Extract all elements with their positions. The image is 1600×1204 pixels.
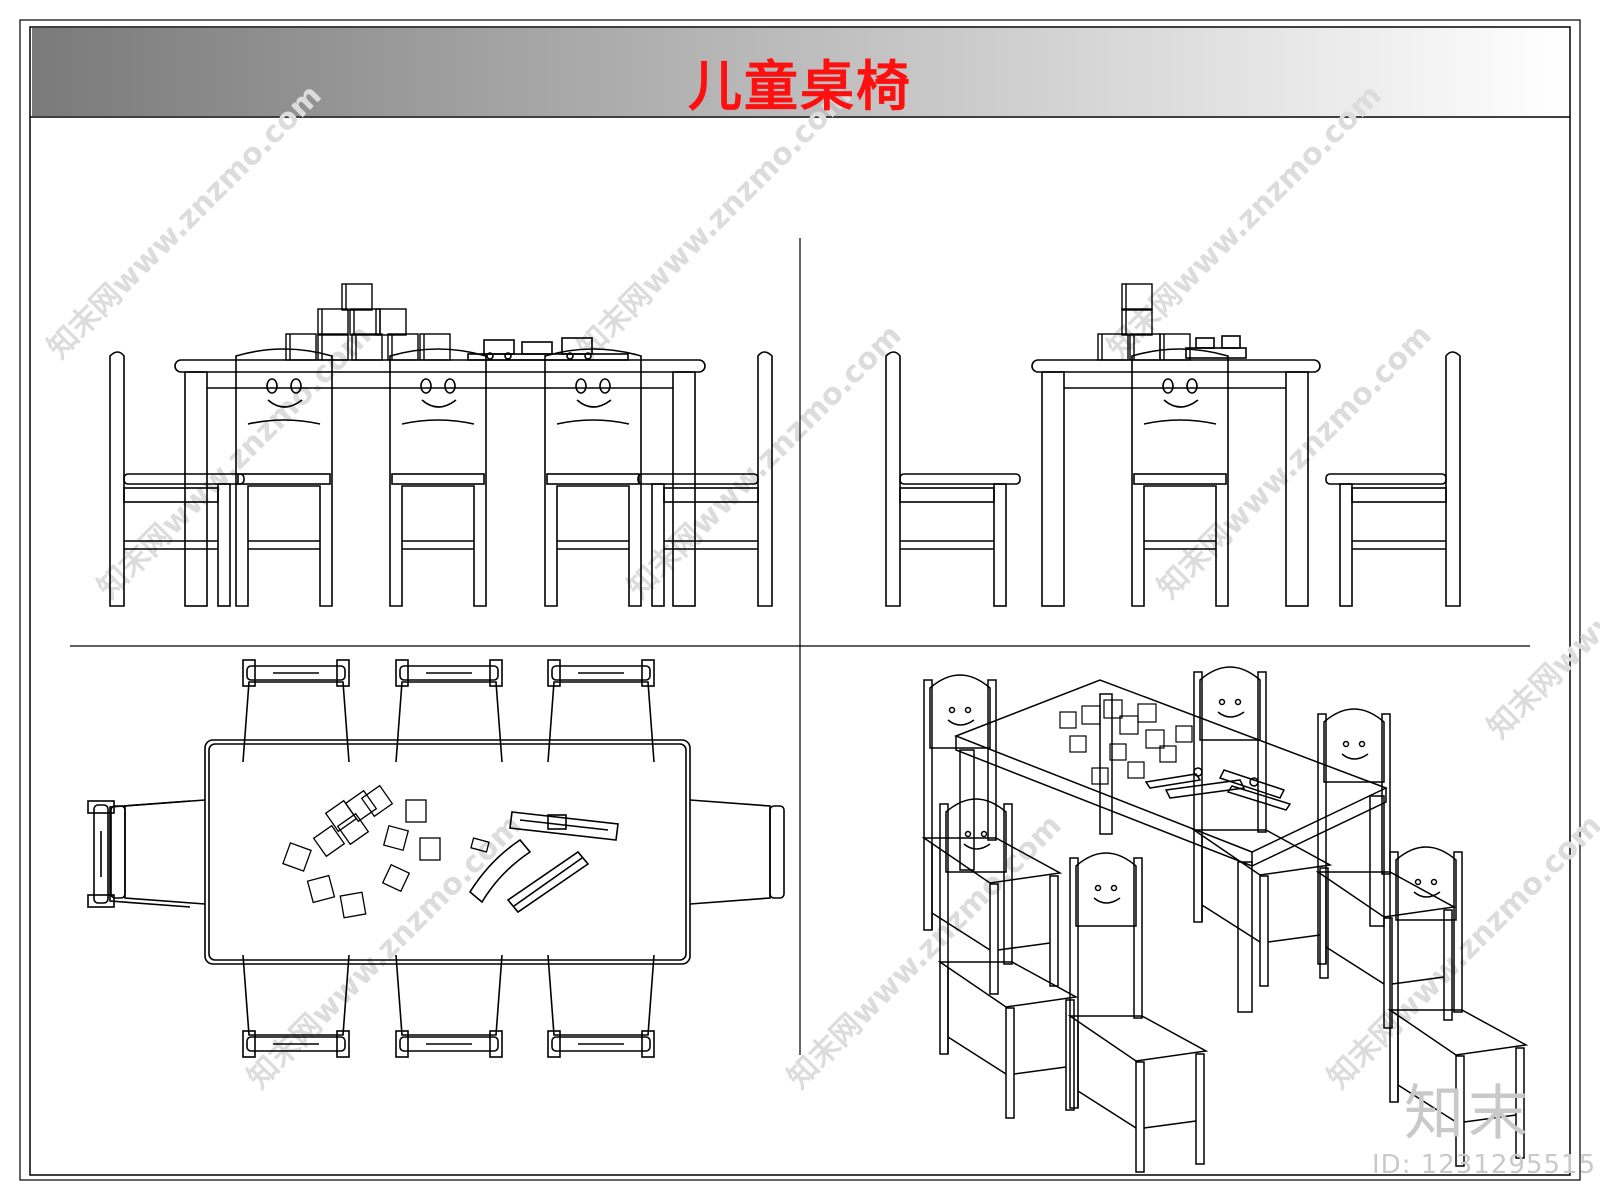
watermark-text: 知末网www.znzmo.com <box>91 318 379 606</box>
page-title: 儿童桌椅 <box>688 55 912 118</box>
watermark-text: 知末网www.znzmo.com <box>1101 78 1389 366</box>
top-plan-view <box>87 659 785 1058</box>
front-elevation-view <box>109 283 773 607</box>
watermark-text: 知末网www.znzmo.com <box>571 78 859 366</box>
side-elevation-view <box>885 283 1461 607</box>
watermark-text: 知末网www.znzmo.com <box>1151 318 1439 606</box>
brand-logo: 知末 <box>1404 1079 1532 1149</box>
watermark-text: 知末网www.znzmo.com <box>1481 458 1600 746</box>
outer-border <box>19 19 1581 1181</box>
watermark-text: 知末网www.znzmo.com <box>1321 808 1600 1096</box>
drawing-id: ID: 1231295515 <box>1372 1150 1597 1180</box>
title-band <box>32 28 1568 116</box>
inner-border <box>29 26 1571 1176</box>
watermark-text: 知末网www.znzmo.com <box>41 78 329 366</box>
isometric-view <box>923 666 1527 1173</box>
